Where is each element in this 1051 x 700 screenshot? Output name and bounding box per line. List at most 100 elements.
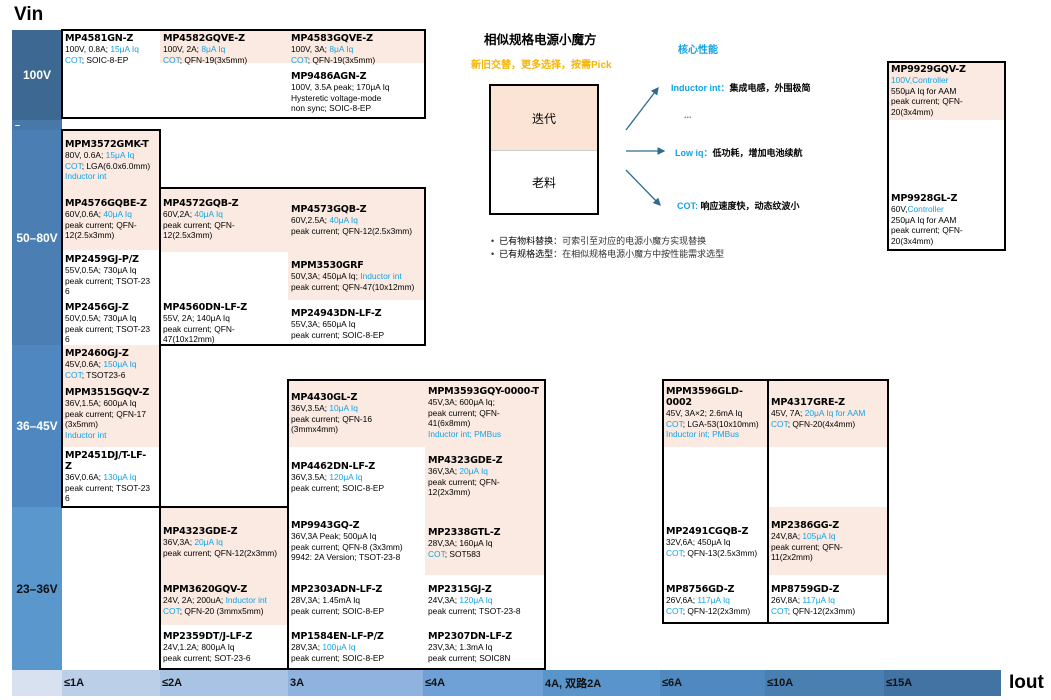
part-spec-line: peak current; QFN-17 (65, 409, 149, 420)
iterated-bg (62, 130, 160, 250)
part-spec-line: 45V,0.6A; 150μA Iq (65, 359, 137, 370)
part-spec-line: 6 (65, 286, 150, 297)
part-spec-line: (3x5mm) (65, 419, 149, 430)
arrows-icon (625, 86, 666, 206)
spec-text: non sync; SOIC-8-EP (291, 103, 372, 114)
spec-highlight: 20μA Iq (194, 537, 223, 547)
part-spec-line: peak current; TSOT-23 (65, 276, 150, 287)
spec-text: ; LGA(6.0x6.0mm) (81, 160, 151, 171)
spec-text: ; QFN-12(2x3mm) (682, 605, 751, 616)
spec-text: 24V,8A; (771, 531, 803, 541)
spec-text: 24V,1.2A; 800μA Iq (163, 642, 235, 652)
spec-text: 47(10x12mm) (163, 334, 215, 345)
part-spec-line: peak current; QFN-12(2.5x3mm) (291, 226, 412, 237)
spec-text: 24V, 2A; 200uA; (163, 595, 226, 605)
spec-highlight: 10μA Iq (329, 403, 358, 413)
iterated-bg (160, 507, 288, 625)
bullet-select: • 已有规格选型：在相似规格电源小魔方中按性能需求选型 (491, 249, 725, 259)
part-number: MP4560DN-LF-Z (163, 302, 247, 313)
spec-highlight: COT (163, 605, 180, 616)
part-spec-line: COT; QFN-13(2.5x3mm) (666, 548, 757, 559)
group-box-50-80v (159, 187, 426, 346)
legend-box: 迭代 老料 (489, 84, 599, 215)
vin-axis-title: Vin (14, 4, 44, 25)
part-spec-line: peak current; QFN- (428, 477, 502, 488)
spec-highlight: COT (771, 418, 788, 429)
spec-text: ; QFN-19(3x5mm) (179, 54, 248, 65)
part-number: MP24943DN-LF-Z (291, 308, 382, 319)
part-number: MP4430GL-Z (291, 392, 358, 403)
spec-text: 80V, 0.6A; (65, 150, 106, 160)
part-number: MP2459GJ-P/Z (65, 254, 139, 265)
part-spec-line: peak current; QFN- (771, 542, 843, 553)
vin-band-23-36v: 23–36V (12, 507, 62, 670)
spec-text: peak current; SOIC-8-EP (291, 329, 385, 340)
spec-highlight: Controller (907, 204, 944, 214)
part-spec-line: 100V, 0.8A; 15μA Iq (65, 44, 139, 55)
spec-text: peak current; QFN-12(2.5x3mm) (291, 225, 413, 236)
spec-highlight: COT (771, 605, 788, 616)
part-number: MP2460GJ-Z (65, 348, 129, 359)
part-number: MP2491CGQB-Z (666, 526, 749, 537)
spec-text: 12(2x3mm) (428, 487, 471, 498)
spec-text: 9942: 2A Version; TSOT-23-8 (291, 552, 401, 563)
part-spec-line: 36V,1.5A; 600μA Iq (65, 398, 149, 409)
part-spec-line: 55V,3A; 650μA Iq (291, 319, 384, 330)
vin-band-separator: – (12, 120, 62, 130)
part-spec-line: peak current; QFN- (891, 96, 966, 107)
spec-highlight: 40μA Iq (194, 209, 223, 219)
part-spec-line: 60V,0.6A; 40μA Iq (65, 209, 147, 220)
part-spec-line: 45V, 7A; 20μA Iq for AAM (771, 408, 865, 419)
spec-text: peak current; QFN- (163, 323, 235, 334)
part-number: MP9928GL-Z (891, 193, 958, 204)
spec-highlight: 20μA Iq for AAM (804, 408, 866, 418)
group-box-6-10a (662, 379, 889, 624)
spec-highlight: 20μA Iq (459, 466, 488, 476)
spec-text: ; QFN-19(3x5mm) (307, 54, 376, 65)
part-number: MP4323GDE-Z (163, 526, 238, 537)
spec-highlight: 15μA Iq (105, 150, 135, 160)
group-box-2a (159, 506, 289, 670)
part-number: MP4572GQB-Z (163, 198, 239, 209)
spec-text: 36V,0.6A; (65, 472, 104, 482)
part-spec-line: 250μA Iq for AAM (891, 215, 963, 226)
spec-highlight: Inductor int (65, 429, 107, 440)
part-spec-line: peak current; QFN- (65, 220, 147, 231)
spec-text: 26V,8A; (771, 595, 803, 605)
iterated-bg (288, 380, 425, 447)
part-spec-line: 60V,2A; 40μA Iq (163, 209, 238, 220)
spec-highlight: COT (65, 369, 82, 380)
spec-highlight: 130μA Iq (103, 472, 137, 482)
part-spec-line: 28V,3A; 1.45mA Iq (291, 595, 384, 606)
part-spec-line: COT; QFN-12(2x3mm) (666, 606, 750, 617)
spec-highlight: Inductor int (360, 271, 402, 281)
part-spec-line: 12(2x3mm) (428, 487, 502, 498)
spec-text: ; QFN-20 (3mmx5mm) (179, 605, 264, 616)
part-spec-line: 11(2x2mm) (771, 552, 843, 563)
iout-band-6a: ≤6A (660, 670, 765, 696)
part-spec-line: COT; LGA-53(10x10mm) (666, 419, 759, 430)
spec-text: 28V,3A; (291, 642, 323, 652)
iout-band-3a: 3A (288, 670, 423, 696)
spec-highlight: Inductor int (65, 171, 107, 182)
spec-text: 23V,3A; 1.3mA Iq (428, 642, 493, 652)
spec-text: 36V,3A; (163, 537, 195, 547)
panel-subtitle: 新旧交替，更多选择，按需Pick (471, 60, 612, 71)
part-spec-line: peak current; SOIC-8-EP (291, 653, 384, 664)
spec-text: 100V, 3A; (291, 44, 330, 54)
spec-text: 550μA Iq for AAM (891, 85, 957, 96)
feature-low-iq: Low iq：低功耗，增加电池续航 (675, 146, 803, 159)
